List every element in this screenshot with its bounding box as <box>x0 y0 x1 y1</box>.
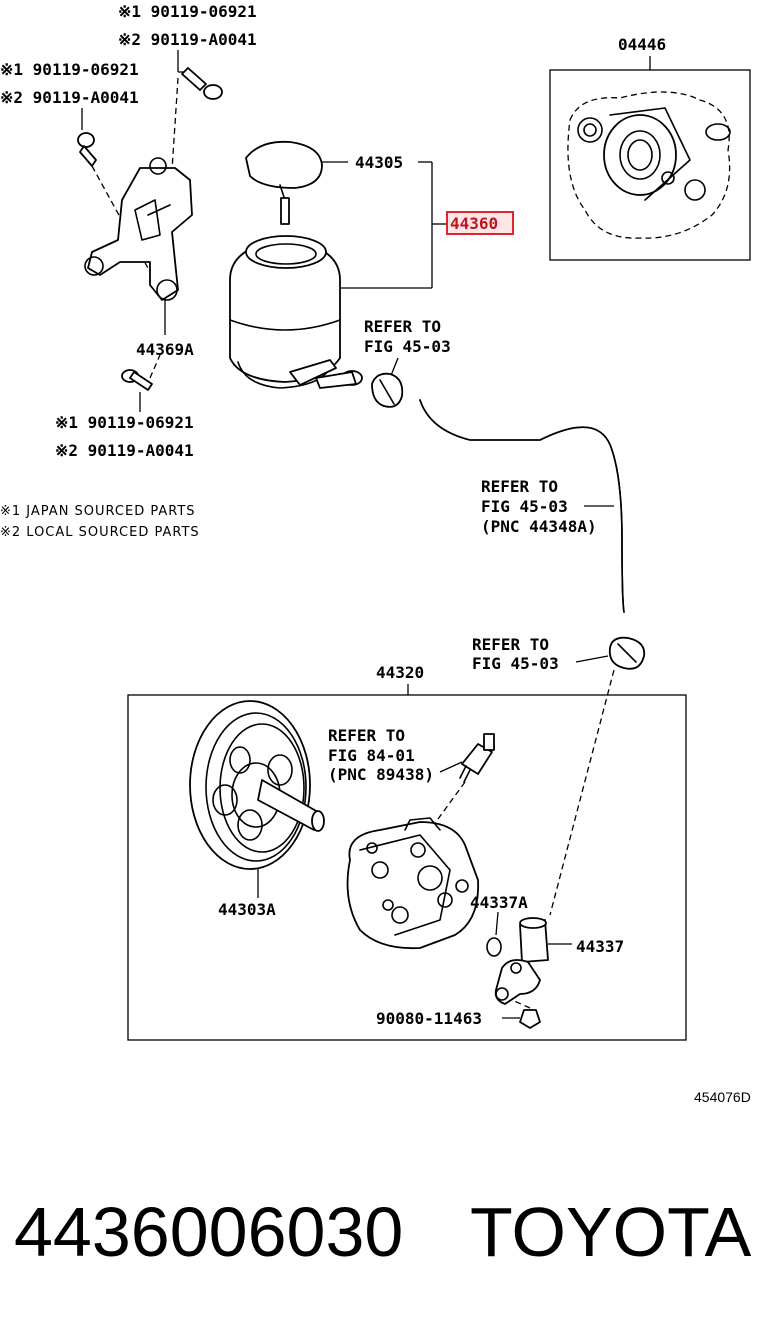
bolt-left-icon <box>77 132 97 167</box>
diagram-code: 454076D <box>694 1089 751 1105</box>
pump-body-icon <box>346 817 480 950</box>
bolt-labels-top: ※1 90119-06921 ※2 90119-A0041 ※1 90119-0… <box>0 2 257 107</box>
bolt-left-label-1: ※1 90119-06921 <box>0 60 139 79</box>
bolt-bottom-label-1: ※1 90119-06921 <box>55 413 194 432</box>
refer-4-line2: FIG 84-01 <box>328 746 415 765</box>
refer-1-line1: REFER TO <box>364 317 441 336</box>
union-bolt-icon <box>519 1009 541 1029</box>
refer-3-line1: REFER TO <box>472 635 549 654</box>
clamp-icon <box>371 372 404 408</box>
refer-2-line2: FIG 45-03 <box>481 497 568 516</box>
refer-2-line3: (PNC 44348A) <box>481 517 597 536</box>
gasket-kit-icon <box>567 91 731 239</box>
pump-assy-box <box>127 694 687 1041</box>
note-local: ※2 LOCAL SOURCED PARTS <box>0 525 200 540</box>
refer-3-line2: FIG 45-03 <box>472 654 559 673</box>
caption-part-number: 4436006030 <box>14 1193 403 1271</box>
cap-label: 44305 <box>355 153 403 172</box>
gasket-kit-label: 04446 <box>618 35 666 54</box>
bracket-label: 44369A <box>136 340 194 359</box>
caption-brand: TOYOTA <box>470 1193 752 1271</box>
reservoir-highlight-box <box>446 211 514 235</box>
union-label: 44337 <box>576 937 624 956</box>
refer-4-line3: (PNC 89438) <box>328 765 434 784</box>
union-bolt-label: 90080-11463 <box>376 1009 482 1028</box>
union-icon <box>494 917 549 1005</box>
oring-icon <box>486 937 502 957</box>
note-japan: ※1 JAPAN SOURCED PARTS <box>0 504 196 519</box>
bolt-top-label-2: ※2 90119-A0041 <box>118 30 257 49</box>
bolt-bottom-label-2: ※2 90119-A0041 <box>55 441 194 460</box>
oring-label: 44337A <box>470 893 528 912</box>
bracket-icon <box>84 157 193 301</box>
pressure-switch-icon <box>459 733 495 783</box>
pulley-label: 44303A <box>218 900 276 919</box>
pulley-icon <box>189 700 325 870</box>
gasket-kit-box <box>549 69 751 261</box>
bolt-left-label-2: ※2 90119-A0041 <box>0 88 139 107</box>
bolt-bottom-icon <box>121 369 153 391</box>
bolt-top-icon <box>181 67 223 100</box>
bolt-top-label-1: ※1 90119-06921 <box>118 2 257 21</box>
hose-clip-icon <box>608 636 646 670</box>
refer-4-line1: REFER TO <box>328 726 405 745</box>
reservoir-icon <box>229 235 363 389</box>
refer-2-line1: REFER TO <box>481 477 558 496</box>
refer-1-line2: FIG 45-03 <box>364 337 451 356</box>
reservoir-cap-icon <box>245 140 323 225</box>
pump-assy-label: 44320 <box>376 663 424 682</box>
reservoir-label: 44360 <box>450 214 498 233</box>
